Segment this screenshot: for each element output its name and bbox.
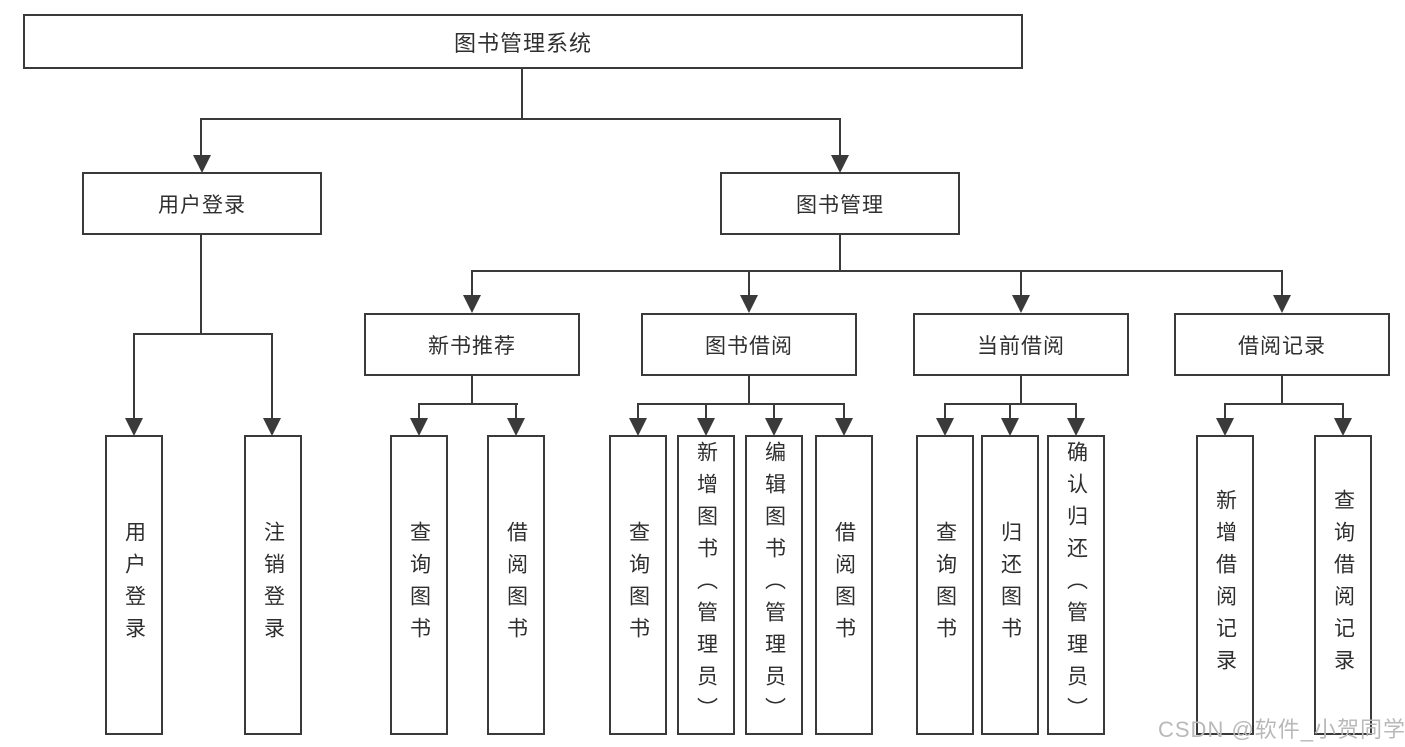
node-label: 图书借阅 [705, 334, 793, 358]
connector-line [200, 118, 841, 120]
connector-line [1224, 403, 1226, 419]
node-label: 借阅记录 [1238, 334, 1326, 358]
leaf-label: 编辑图书（管理员） [762, 441, 786, 729]
arrow-down-icon [740, 295, 758, 313]
connector-line [1020, 376, 1022, 404]
node-label: 用户登录 [158, 193, 246, 217]
arrow-down-icon [629, 418, 647, 436]
connector-line [637, 403, 845, 405]
node-book-management: 图书管理 [720, 172, 960, 235]
watermark-text: CSDN @软件_小贺同学 [1158, 717, 1405, 742]
node-user-login: 用户登录 [82, 172, 322, 235]
leaf-label: 查询图书 [407, 521, 431, 649]
leaf-current-return-books: 归还图书 [981, 435, 1039, 735]
node-borrowing-records: 借阅记录 [1174, 313, 1390, 376]
leaf-borrowing-query-books: 查询图书 [609, 435, 667, 735]
arrow-down-icon [697, 418, 715, 436]
connector-line [418, 403, 518, 405]
node-current-borrowing: 当前借阅 [913, 313, 1129, 376]
arrow-down-icon [263, 418, 281, 436]
leaf-label: 用户登录 [122, 521, 146, 649]
connector-line [839, 235, 841, 272]
node-label: 新书推荐 [428, 334, 516, 358]
leaf-label: 确认归还（管理员） [1064, 441, 1088, 729]
arrow-down-icon [193, 155, 211, 173]
arrow-down-icon [1334, 418, 1352, 436]
node-label: 当前借阅 [977, 334, 1065, 358]
leaf-borrowing-add-books-admin: 新增图书（管理员） [677, 435, 735, 735]
leaf-label: 查询借阅记录 [1331, 489, 1355, 681]
node-label: 图书管理 [796, 193, 884, 217]
leaf-label: 注销登录 [261, 521, 285, 649]
arrow-down-icon [125, 418, 143, 436]
connector-line [471, 376, 473, 404]
connector-line [748, 270, 750, 298]
leaf-label: 查询图书 [626, 521, 650, 649]
connector-line [1342, 403, 1344, 419]
connector-line [471, 270, 1283, 272]
arrow-down-icon [1067, 418, 1085, 436]
connector-line [133, 333, 273, 335]
leaf-label: 新增借阅记录 [1213, 489, 1237, 681]
leaf-borrowing-borrow-books: 借阅图书 [815, 435, 873, 735]
node-book-borrowing: 图书借阅 [641, 313, 857, 376]
arrow-down-icon [1001, 418, 1019, 436]
arrow-down-icon [463, 295, 481, 313]
arrow-down-icon [1273, 295, 1291, 313]
leaf-newbook-borrow-books: 借阅图书 [487, 435, 545, 735]
connector-line [1281, 376, 1283, 404]
arrow-down-icon [765, 418, 783, 436]
connector-line [418, 403, 420, 419]
connector-line [200, 235, 202, 335]
connector-line [1075, 403, 1077, 419]
leaf-user-login: 用户登录 [105, 435, 163, 735]
connector-line [515, 403, 517, 419]
leaf-label: 查询图书 [933, 521, 957, 649]
leaf-logout-login: 注销登录 [244, 435, 302, 735]
arrow-down-icon [936, 418, 954, 436]
connector-line [944, 403, 946, 419]
connector-line [133, 333, 135, 421]
connector-line [843, 403, 845, 419]
leaf-borrowing-edit-books-admin: 编辑图书（管理员） [745, 435, 803, 735]
node-library-management-system: 图书管理系统 [23, 14, 1023, 69]
arrow-down-icon [831, 155, 849, 173]
connector-line [705, 403, 707, 419]
leaf-current-confirm-return-admin: 确认归还（管理员） [1047, 435, 1105, 735]
arrow-down-icon [1012, 295, 1030, 313]
connector-line [1009, 403, 1011, 419]
connector-line [1224, 403, 1344, 405]
connector-line [521, 69, 523, 120]
connector-line [637, 403, 639, 419]
connector-line [1281, 270, 1283, 298]
leaf-label: 新增图书（管理员） [694, 441, 718, 729]
arrow-down-icon [410, 418, 428, 436]
connector-line [839, 118, 841, 160]
node-label: 图书管理系统 [453, 30, 592, 56]
arrow-down-icon [835, 418, 853, 436]
connector-line [748, 376, 750, 404]
leaf-label: 借阅图书 [832, 521, 856, 649]
connector-line [271, 333, 273, 421]
node-new-book-recommendation: 新书推荐 [364, 313, 580, 376]
leaf-records-add-record: 新增借阅记录 [1196, 435, 1254, 735]
connector-line [471, 270, 473, 298]
connector-line [773, 403, 775, 419]
leaf-label: 归还图书 [998, 521, 1022, 649]
arrow-down-icon [1216, 418, 1234, 436]
arrow-down-icon [507, 418, 525, 436]
leaf-label: 借阅图书 [504, 521, 528, 649]
connector-line [200, 118, 202, 160]
connector-line [1020, 270, 1022, 298]
leaf-newbook-query-books: 查询图书 [390, 435, 448, 735]
leaf-records-query-record: 查询借阅记录 [1314, 435, 1372, 735]
leaf-current-query-books: 查询图书 [916, 435, 974, 735]
